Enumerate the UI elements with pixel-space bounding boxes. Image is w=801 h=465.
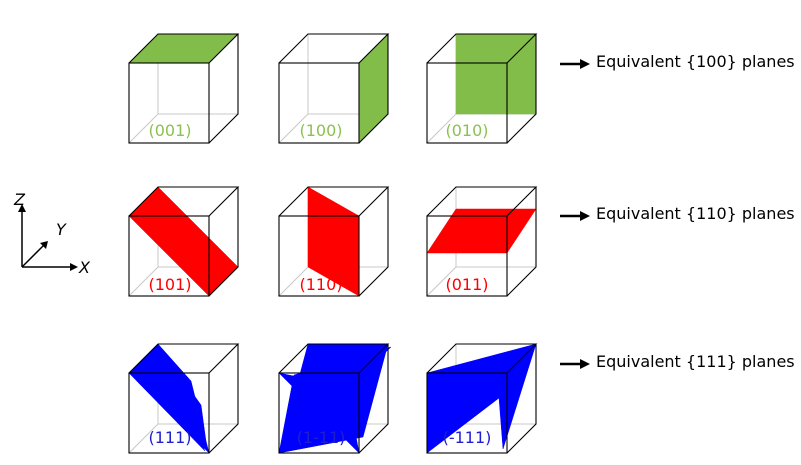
plane-001	[128, 33, 239, 64]
cube-top-edges	[426, 343, 538, 374]
cube-front-face	[128, 62, 210, 144]
cube-right-edges	[506, 187, 537, 297]
cube-hidden-edge	[128, 266, 159, 297]
cube-hidden-edge	[426, 266, 457, 297]
plane-111-part	[128, 361, 206, 452]
plane-label-1-11: (1-11)	[296, 428, 346, 447]
plane-label--111: (-111)	[442, 428, 492, 447]
cube-top-edges	[278, 33, 390, 64]
equivalent-arrow-head	[580, 211, 590, 221]
cube-right-edges	[358, 34, 389, 144]
cube-top-edges	[128, 186, 240, 217]
cube-hidden-edge	[278, 113, 309, 144]
cube-top-edges	[426, 33, 538, 64]
plane-label-110: (110)	[299, 275, 343, 294]
axis-y-label: Y	[56, 220, 66, 239]
axis-y-arrowhead	[40, 241, 48, 249]
cube-top-edges	[278, 186, 390, 217]
cube-front-face	[278, 372, 360, 454]
cube-front-face	[278, 215, 360, 297]
equivalent-110-label: Equivalent {110} planes	[596, 204, 795, 223]
cube-top-edges	[128, 343, 240, 374]
plane-label-010: (010)	[445, 121, 489, 140]
cube-front-face	[128, 372, 210, 454]
cube-right-edges	[506, 34, 537, 144]
plane-111-part	[190, 390, 208, 450]
cube-right-edges	[208, 344, 239, 454]
equivalent-100-label: Equivalent {100} planes	[596, 52, 795, 71]
plane-label-001: (001)	[148, 121, 192, 140]
axis-x-label: X	[79, 258, 90, 277]
cube-front-face	[128, 215, 210, 297]
cube-right-edges	[208, 34, 239, 144]
axis-x-arrowhead	[70, 263, 78, 271]
cube-front-face	[426, 215, 508, 297]
cube-top-edges	[278, 343, 390, 374]
cube-front-face	[278, 62, 360, 144]
cube-top-edges	[128, 33, 240, 64]
cube-hidden-edge	[128, 423, 159, 454]
plane-label-111: (111)	[148, 428, 192, 447]
equivalent-arrow-head	[580, 359, 590, 369]
equivalent-111-label: Equivalent {111} planes	[596, 352, 795, 371]
cube-right-edges	[358, 344, 389, 454]
axis-z-arrowhead	[18, 204, 26, 212]
cube-front-face	[426, 62, 508, 144]
plane-label-011: (011)	[445, 275, 489, 294]
plane-label-101: (101)	[148, 275, 192, 294]
cube-top-edges	[426, 186, 538, 217]
cube-right-edges	[208, 187, 239, 297]
cube-right-edges	[358, 187, 389, 297]
axis-y-line	[21, 244, 45, 268]
plane-label-100: (100)	[299, 121, 343, 140]
cube-hidden-edge	[128, 113, 159, 144]
cube-front-face	[426, 372, 508, 454]
axis-z-label: Z	[14, 190, 25, 209]
cube-hidden-edge	[426, 113, 457, 144]
cube-right-edges	[506, 344, 537, 454]
equivalent-arrow-head	[580, 59, 590, 69]
plane-1-11-part	[278, 372, 360, 454]
cube-hidden-edge	[278, 266, 309, 297]
